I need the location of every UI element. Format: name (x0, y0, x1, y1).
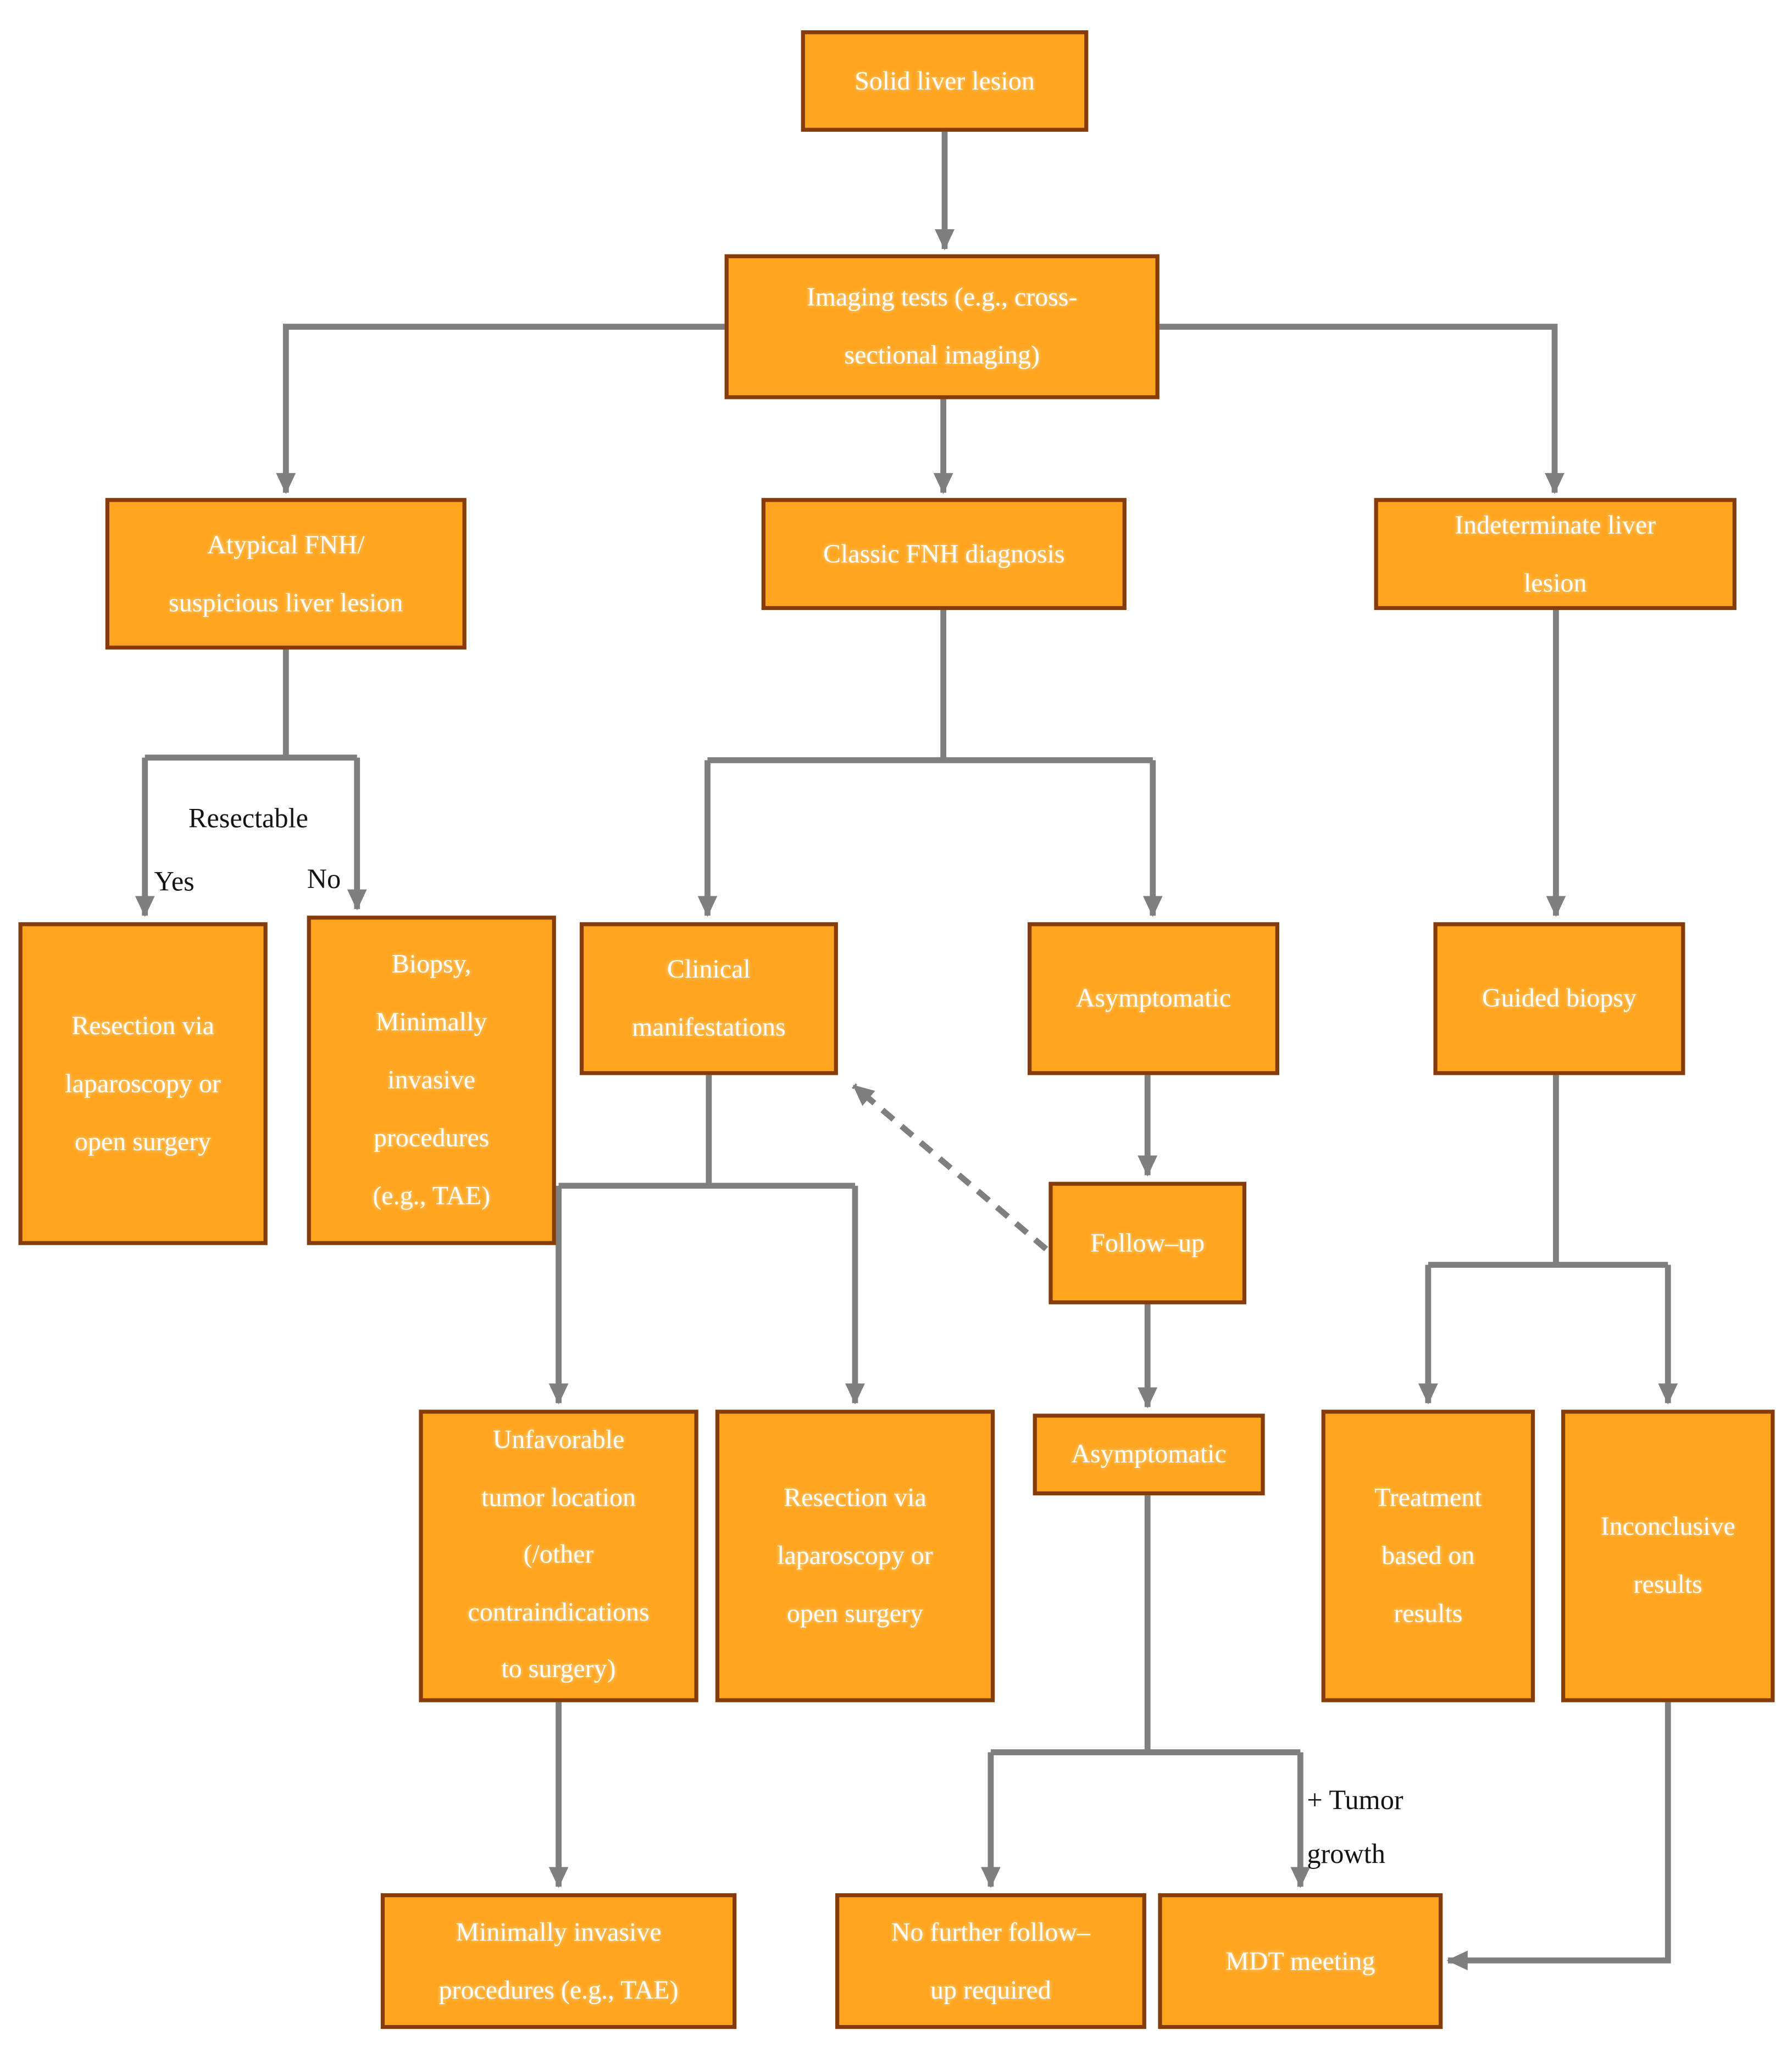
node-inconclusive-results: Inconclusive results (1561, 1410, 1775, 1702)
node-clinical-manifestations: Clinical manifestations (579, 922, 838, 1075)
node-solid-liver-lesion: Solid liver lesion (801, 30, 1089, 132)
node-unfavorable-tumor-location: Unfavorable tumor location (/other contr… (419, 1410, 698, 1702)
node-atypical-fnh: Atypical FNH/ suspicious liver lesion (105, 498, 467, 650)
node-treatment-based-on-results: Treatment based on results (1321, 1410, 1535, 1702)
node-biopsy-minimally-invasive: Biopsy, Minimally invasive procedures (e… (307, 916, 556, 1245)
label-tumor-growth: + Tumor growth (1307, 1784, 1403, 1870)
label-no: No (307, 863, 341, 895)
label-yes: Yes (154, 866, 195, 897)
node-resection-laparoscopy-2: Resection via laparoscopy or open surger… (715, 1410, 995, 1702)
node-imaging-tests: Imaging tests (e.g., cross- sectional im… (724, 254, 1159, 400)
node-asymptomatic-1: Asymptomatic (1028, 922, 1279, 1075)
node-mdt-meeting: MDT meeting (1158, 1893, 1443, 2029)
node-guided-biopsy: Guided biopsy (1433, 922, 1685, 1075)
node-indeterminate-liver-lesion: Indeterminate liver lesion (1374, 498, 1736, 611)
connector-followup-to-clinical-dashed (852, 1083, 1048, 1251)
connector-imaging-to-atypical (276, 324, 725, 495)
node-minimally-invasive-procedures: Minimally invasive procedures (e.g., TAE… (380, 1893, 737, 2029)
node-classic-fnh-diagnosis: Classic FNH diagnosis (761, 498, 1127, 611)
node-asymptomatic-2: Asymptomatic (1033, 1413, 1265, 1496)
node-no-further-follow-up: No further follow– up required (835, 1893, 1146, 2029)
node-resection-laparoscopy-1: Resection via laparoscopy or open surger… (18, 922, 268, 1245)
connector-imaging-to-indeterminate (1159, 324, 1565, 495)
label-resectable: Resectable (188, 802, 308, 834)
node-follow-up: Follow–up (1048, 1181, 1247, 1305)
connector-inconclusive-to-mdt (1446, 1702, 1671, 1971)
